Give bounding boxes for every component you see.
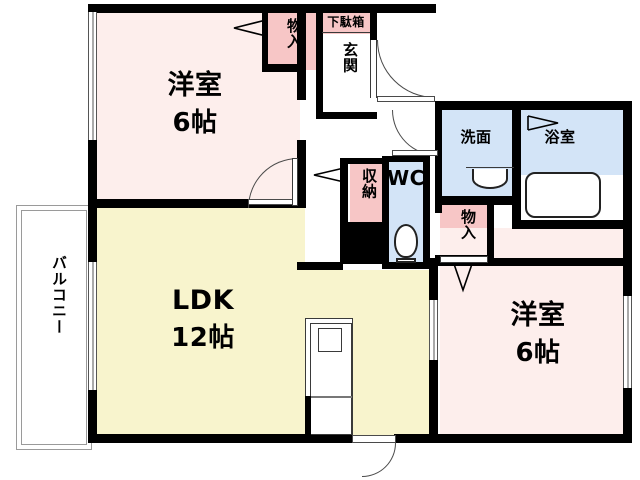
label-closet-top: 物入 bbox=[285, 18, 303, 49]
balcony-inner-line bbox=[21, 210, 87, 445]
label-bedroom-bottom-size: 6帖 bbox=[515, 338, 561, 368]
door-leaf-washroom bbox=[392, 150, 438, 156]
wall-wc-right bbox=[423, 156, 430, 268]
wall-wc-bottom bbox=[382, 262, 430, 269]
kitchen-unit-divider bbox=[310, 396, 352, 399]
sliding-door-marker-closet-mid bbox=[313, 167, 345, 183]
door-leaf-ldk-entry bbox=[352, 435, 396, 443]
label-bedroom-top-size: 6帖 bbox=[172, 108, 218, 138]
window-bedroom-bottom-left bbox=[429, 300, 438, 360]
toilet-tank-icon bbox=[396, 258, 416, 263]
wall-right-outer bbox=[623, 101, 632, 443]
window-ldk-balcony bbox=[88, 262, 97, 390]
label-closet-mid: 収納 bbox=[360, 168, 378, 199]
room-fill-closet-mid bbox=[350, 160, 382, 222]
room-fill-closet-top bbox=[266, 12, 316, 70]
wall-bedroom-top-right bbox=[297, 4, 306, 100]
wall-bottom-center bbox=[306, 434, 352, 443]
wall-closet-right-top bbox=[435, 199, 494, 205]
door-leaf-bedroom-top bbox=[248, 199, 298, 205]
wall-closet-top-bottom bbox=[262, 64, 306, 72]
wall-right-wing-left-upper bbox=[435, 101, 442, 213]
wall-bathroom-bottom bbox=[512, 220, 632, 229]
wall-closet-top-left bbox=[262, 12, 268, 70]
wall-wc-top bbox=[382, 156, 430, 162]
label-toilet: WC bbox=[387, 166, 425, 190]
room-fill-bathroom bbox=[521, 110, 631, 175]
label-bedroom-top-name: 洋室 bbox=[167, 70, 223, 101]
wall-closet-mid-top bbox=[340, 158, 384, 164]
wall-bottom-center-2 bbox=[394, 434, 632, 443]
wall-closet-right-right bbox=[487, 203, 494, 261]
label-shoebox: 下駄箱 bbox=[327, 15, 365, 29]
label-bathroom: 浴室 bbox=[544, 128, 576, 146]
window-bedroom-bottom-right bbox=[623, 296, 632, 388]
closet-right-sill bbox=[440, 256, 488, 263]
room-fill-washroom bbox=[440, 110, 512, 203]
wall-corridor-bottom bbox=[297, 262, 343, 270]
wall-bathroom-left-lower bbox=[512, 168, 521, 224]
label-entrance: 玄関 bbox=[341, 42, 359, 73]
toilet-icon bbox=[394, 224, 418, 258]
wall-entrance-left bbox=[316, 4, 323, 119]
wall-entrance-right bbox=[370, 4, 377, 40]
wall-closet-mid-left bbox=[340, 158, 348, 264]
label-ldk-name: LDK bbox=[171, 285, 235, 316]
label-bedroom-bottom-name: 洋室 bbox=[510, 300, 566, 331]
label-washroom: 洗面 bbox=[460, 128, 492, 146]
sink-counter bbox=[466, 167, 514, 170]
wall-right-wing-top bbox=[435, 101, 632, 110]
shoebox-divider bbox=[322, 32, 370, 34]
bathtub-icon bbox=[525, 172, 601, 218]
window-bedroom-top-left bbox=[88, 12, 97, 140]
kitchen-unit-side-wall bbox=[305, 396, 311, 435]
door-arc-ldk-entry bbox=[362, 443, 396, 477]
room-fill-shoebox bbox=[322, 12, 370, 34]
wall-washroom-bathroom bbox=[512, 110, 521, 168]
label-closet-right: 物入 bbox=[459, 209, 477, 240]
wall-bottom-ldk bbox=[88, 434, 306, 443]
sliding-door-marker-closet-right bbox=[453, 263, 473, 293]
wall-wc-left bbox=[382, 156, 389, 268]
wall-top-left-wing bbox=[88, 4, 436, 13]
wall-bedroom-top-right-2 bbox=[297, 140, 306, 208]
entrance-door-jamb bbox=[370, 40, 377, 98]
room-fill-ldk bbox=[88, 207, 305, 440]
balcony-label: バルコニー bbox=[50, 255, 68, 335]
wall-bedroom-bottom-top bbox=[429, 258, 632, 266]
bedroom-top-door-sill bbox=[292, 158, 298, 206]
sliding-door-marker-bathroom bbox=[527, 115, 559, 131]
wall-entrance-bottom bbox=[316, 112, 377, 119]
door-leaf-entrance bbox=[377, 96, 435, 102]
kitchen-unit-window bbox=[318, 328, 342, 352]
balcony bbox=[16, 205, 92, 450]
sink-basin-icon bbox=[472, 169, 508, 189]
label-ldk-size: 12帖 bbox=[171, 323, 235, 353]
sliding-door-marker-closet-top bbox=[233, 19, 267, 37]
wall-bedroom-top-bottom bbox=[88, 199, 306, 208]
